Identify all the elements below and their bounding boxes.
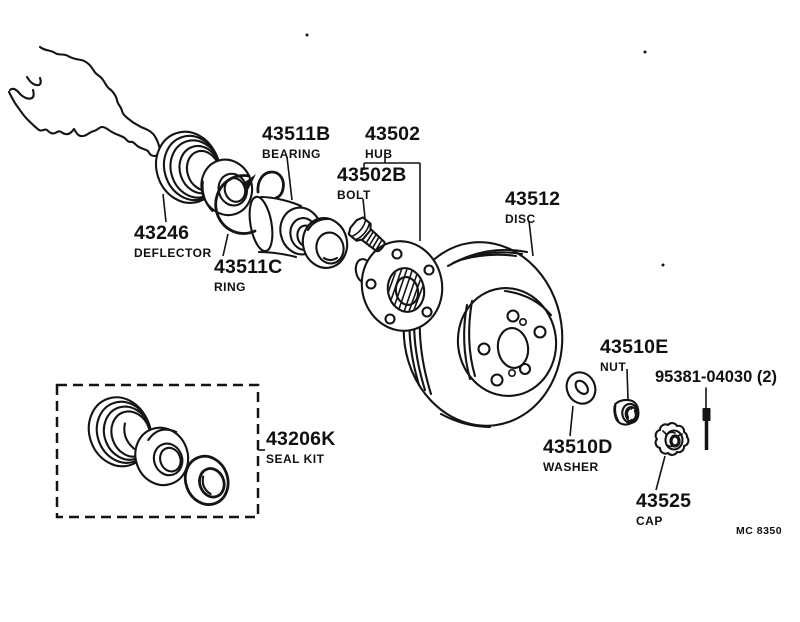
seal-ring-drawing [301, 217, 349, 269]
part-label-43510D: 43510D WASHER [543, 436, 613, 474]
part-number: 43512 [505, 188, 561, 210]
seal-kit-rings [87, 396, 230, 506]
part-label-43510E: 43510E NUT [600, 336, 669, 374]
part-name: DEFLECTOR [134, 245, 212, 260]
figure-code: MC 8350 [736, 525, 783, 537]
part-number: 43502B [337, 164, 407, 186]
part-label-43206K: 43206K SEAL KIT [266, 428, 336, 466]
part-name: WASHER [543, 459, 599, 474]
part-name: DISC [505, 211, 536, 226]
axle-shaft-sketch [7, 45, 162, 158]
part-number: 43206K [266, 428, 336, 450]
cotter-pin-drawing [702, 387, 711, 450]
washer-drawing [565, 371, 597, 405]
part-name: RING [214, 279, 246, 294]
bearing-cap-drawing [654, 422, 690, 456]
part-number: 43511C [214, 256, 283, 278]
part-number: 43511B [262, 123, 331, 145]
lock-nut-drawing [613, 398, 640, 426]
part-name: BOLT [337, 187, 371, 202]
leader-lines [162, 156, 666, 491]
seal-kit-box [55, 383, 260, 519]
part-number: 43502 [365, 123, 421, 145]
part-label-43511C: 43511C RING [214, 256, 283, 294]
part-name: CAP [636, 513, 663, 528]
part-label-43502: 43502 HUB [365, 123, 421, 161]
part-label-43502B: 43502B BOLT [337, 164, 407, 202]
snap-ring-drawing [214, 170, 285, 235]
part-number: 43525 [636, 490, 692, 512]
part-number: 95381-04030 (2) [655, 368, 778, 386]
part-name: BEARING [262, 146, 321, 161]
part-number: 43510E [600, 336, 669, 358]
scan-specks [305, 33, 665, 267]
hub-drawing [354, 240, 444, 332]
wheel-stud-bolt-drawing [347, 216, 386, 253]
part-name: HUB [365, 146, 393, 161]
part-name: NUT [600, 359, 627, 374]
part-label-43512: 43512 DISC [505, 188, 561, 226]
part-label-95381-04030: 95381-04030 (2) [655, 369, 777, 386]
part-label-43246: 43246 DEFLECTOR [134, 222, 212, 260]
bearing-race-drawing [200, 158, 254, 217]
part-number: 43510D [543, 436, 613, 458]
part-name: SEAL KIT [266, 451, 325, 466]
part-label-43525: 43525 CAP [636, 490, 692, 528]
part-label-43511B: 43511B BEARING [262, 123, 331, 161]
part-number: 43246 [134, 222, 190, 244]
